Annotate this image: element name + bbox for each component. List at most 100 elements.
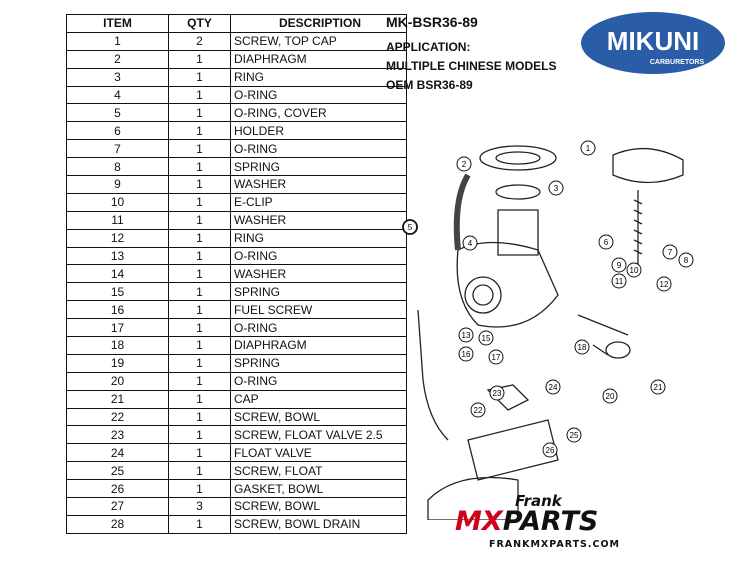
cell-qty: 1 — [168, 443, 231, 463]
watermark-title: MXPARTS — [455, 506, 598, 537]
callout-circle — [650, 379, 666, 395]
cell-qty: 1 — [168, 157, 231, 177]
cable-shape — [417, 309, 449, 441]
cell-description: O-RING — [230, 318, 407, 338]
frankmxparts-watermark: Frank MXPARTS FRANKMXPARTS.COM — [455, 492, 715, 558]
cell-qty: 1 — [168, 246, 231, 266]
cell-description: RING — [230, 67, 407, 87]
cell-item: 8 — [66, 157, 169, 177]
callout-circle — [626, 262, 642, 278]
application-label: APPLICATION: — [386, 40, 471, 54]
cell-item: 6 — [66, 121, 169, 141]
callout-circle — [545, 379, 561, 395]
cell-description: SCREW, BOWL — [230, 407, 407, 427]
callout-circle — [489, 385, 505, 401]
cell-description: SPRING — [230, 353, 407, 373]
cell-description: SPRING — [230, 157, 407, 177]
cell-item: 12 — [66, 228, 169, 248]
callout-label: 15 — [482, 334, 491, 343]
cell-item: 15 — [66, 282, 169, 302]
cell-qty: 1 — [168, 425, 231, 445]
watermark-url: FRANKMXPARTS.COM — [489, 539, 621, 550]
vent-hose-shape — [453, 173, 471, 251]
cell-item: 21 — [66, 389, 169, 409]
callout-circle — [548, 180, 564, 196]
callout-label: 17 — [492, 353, 501, 362]
cell-item: 26 — [66, 479, 169, 499]
slide-shape — [497, 209, 539, 256]
cell-qty: 1 — [168, 407, 231, 427]
top-cap-shape — [612, 147, 684, 184]
cell-qty: 1 — [168, 389, 231, 409]
cell-qty: 1 — [168, 210, 231, 230]
diaphragm-shape — [479, 145, 557, 171]
cell-item: 28 — [66, 514, 169, 534]
callout-label: 12 — [660, 280, 669, 289]
cell-description: SCREW, TOP CAP — [230, 31, 407, 51]
cell-description: O-RING — [230, 246, 407, 266]
cell-qty: 1 — [168, 514, 231, 534]
cell-description: RING — [230, 228, 407, 248]
callout-label: 9 — [617, 261, 622, 270]
cell-item: 4 — [66, 85, 169, 105]
callout-label: 11 — [615, 277, 624, 286]
logo-subtext: CARBURETORS — [650, 59, 705, 66]
cell-qty: 1 — [168, 282, 231, 302]
callout-label: 26 — [546, 446, 555, 455]
callout-circle — [580, 140, 596, 156]
callout-circle — [678, 252, 694, 268]
cell-description: SCREW, BOWL DRAIN — [230, 514, 407, 534]
cell-description: WASHER — [230, 264, 407, 284]
callout-label: 16 — [462, 350, 471, 359]
cell-qty: 2 — [168, 31, 231, 51]
oem-number: OEM BSR36-89 — [386, 78, 473, 92]
cell-description: DIAPHRAGM — [230, 49, 407, 69]
cell-item: 20 — [66, 371, 169, 391]
mikuni-logo: MIKUNI CARBURETORS — [581, 12, 725, 74]
float-bowl-shape — [427, 476, 519, 520]
callout-label: 23 — [493, 389, 502, 398]
cell-item: 24 — [66, 443, 169, 463]
watermark-frank: Frank — [515, 492, 562, 510]
cell-description: SCREW, BOWL — [230, 497, 407, 516]
callout-label: 21 — [654, 383, 663, 392]
cell-item: 23 — [66, 425, 169, 445]
callout-circle — [566, 427, 582, 443]
cell-qty: 1 — [168, 67, 231, 87]
cell-item: 7 — [66, 139, 169, 159]
callout-circle — [662, 244, 678, 260]
cell-description: DIAPHRAGM — [230, 336, 407, 355]
cell-item: 16 — [66, 300, 169, 320]
cell-item: 1 — [66, 31, 169, 51]
cell-item: 9 — [66, 175, 169, 194]
callout-label: 8 — [684, 256, 689, 265]
callout-label: 18 — [578, 343, 587, 352]
cell-description: O-RING — [230, 139, 407, 159]
callout-circle — [542, 442, 558, 458]
callout-circle — [611, 273, 627, 289]
cell-item: 13 — [66, 246, 169, 266]
cell-description: GASKET, BOWL — [230, 479, 407, 499]
header-item: ITEM — [66, 14, 169, 33]
logo-oval — [581, 12, 725, 74]
callout-label: 10 — [630, 266, 639, 275]
cell-description: O-RING, COVER — [230, 103, 407, 123]
cell-item: 25 — [66, 461, 169, 481]
cell-description: FUEL SCREW — [230, 300, 407, 320]
needle-spring-shape — [633, 190, 643, 270]
